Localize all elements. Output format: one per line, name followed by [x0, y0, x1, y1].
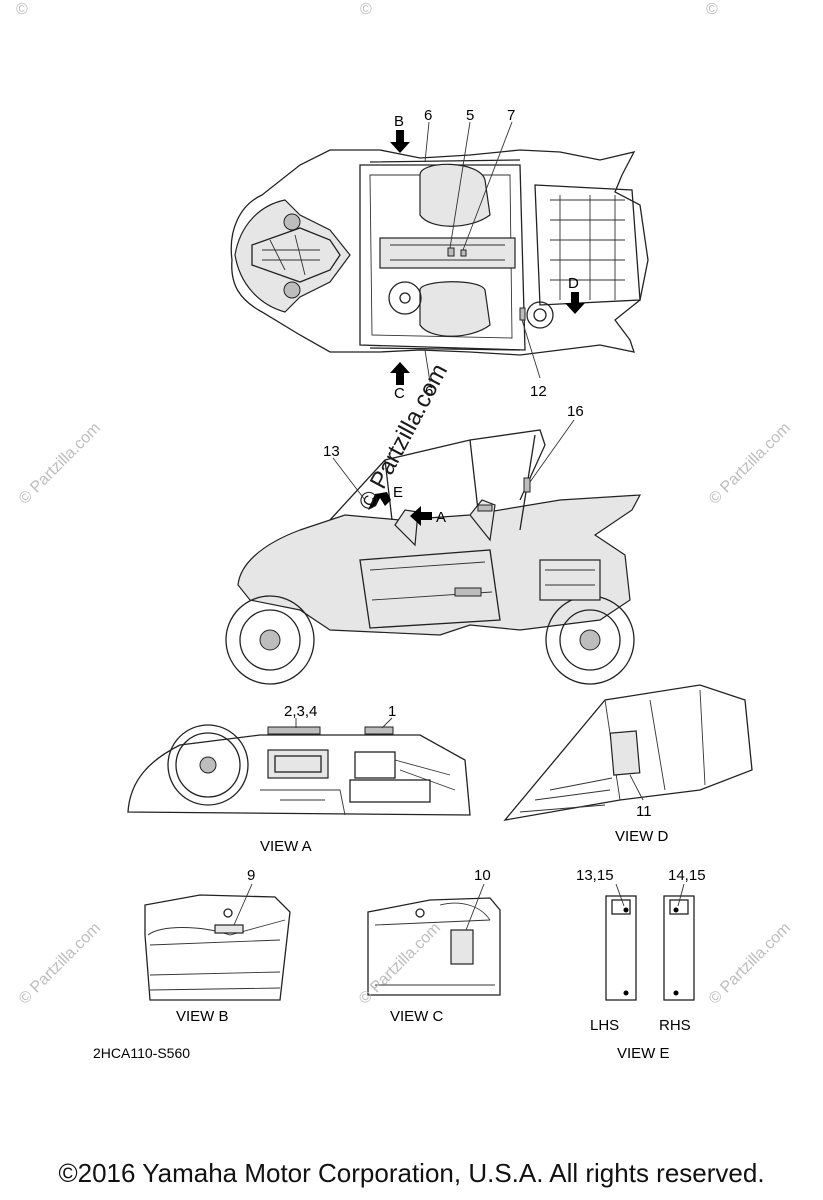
watermark-marks: © © ©	[16, 1, 718, 18]
arrow-e	[368, 492, 391, 510]
callout-16: 16	[567, 403, 584, 420]
leader-lines-view-e	[615, 883, 685, 907]
leader-line-view-d	[629, 774, 644, 801]
watermark-left-1: © Partzilla.com	[16, 420, 104, 508]
view-a-illustration	[127, 724, 471, 816]
arrow-c	[390, 362, 410, 385]
svg-text:©: ©	[706, 1, 718, 18]
arrow-a	[410, 506, 432, 526]
callout-2-3-4: 2,3,4	[284, 703, 317, 720]
view-b-title: VIEW B	[176, 1008, 229, 1025]
copyright-notice: ©2016 Yamaha Motor Corporation, U.S.A. A…	[58, 1158, 765, 1188]
callout-1: 1	[388, 703, 396, 720]
callout-11: 11	[636, 803, 652, 820]
leader-lines-view-a	[295, 717, 393, 729]
vehicle-side-view	[225, 429, 642, 685]
diagram-code: 2HCA110-S560	[93, 1045, 190, 1061]
leader-line-view-c	[465, 883, 485, 931]
view-e-title: VIEW E	[617, 1045, 670, 1062]
arrow-label-e: E	[393, 484, 403, 501]
arrow-label-d: D	[568, 275, 579, 292]
watermark-right-2: © Partzilla.com	[706, 920, 794, 1008]
arrow-label-a: A	[436, 509, 446, 526]
lhs-label: LHS	[590, 1017, 619, 1034]
view-a-title: VIEW A	[260, 838, 312, 855]
rhs-label: RHS	[659, 1017, 691, 1034]
arrow-label-b: B	[394, 113, 404, 130]
view-b-illustration	[144, 894, 291, 1001]
svg-text:©: ©	[360, 1, 372, 18]
arrow-d	[565, 292, 585, 314]
vehicle-top-view	[230, 149, 649, 356]
callout-7: 7	[507, 107, 515, 124]
view-e-illustration	[605, 895, 695, 1001]
callout-12: 12	[530, 383, 547, 400]
svg-text:©: ©	[16, 1, 28, 18]
callout-13: 13	[323, 443, 340, 460]
callout-10: 10	[474, 867, 491, 884]
leader-lines-side	[332, 419, 575, 501]
watermark-right-1: © Partzilla.com	[706, 420, 794, 508]
callout-14-15: 14,15	[668, 867, 706, 884]
view-d-illustration	[503, 684, 753, 821]
arrow-b	[390, 130, 410, 153]
arrow-label-c: C	[394, 385, 405, 402]
leader-lines-top	[424, 121, 541, 383]
callout-6-bottom: 6	[425, 383, 433, 400]
callout-13-15: 13,15	[576, 867, 614, 884]
callout-6-top: 6	[424, 107, 432, 124]
watermark-left-2: © Partzilla.com	[16, 920, 104, 1008]
view-c-title: VIEW C	[390, 1008, 444, 1025]
callout-5: 5	[466, 107, 474, 124]
view-c-illustration	[367, 897, 501, 996]
callout-9: 9	[247, 867, 255, 884]
view-d-title: VIEW D	[615, 828, 669, 845]
leader-line-view-b	[233, 883, 253, 926]
